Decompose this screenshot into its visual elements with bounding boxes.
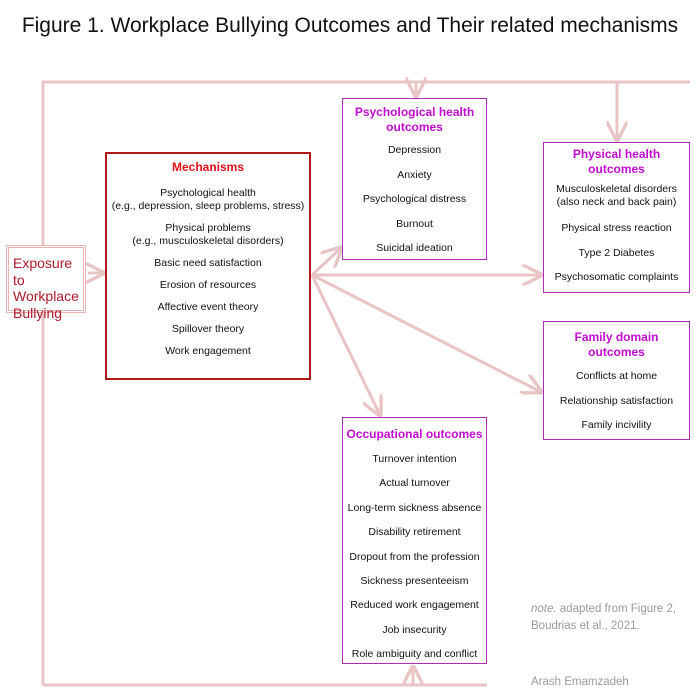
mechanism-item: Spillover theory	[171, 323, 245, 335]
mechanism-item: Psychological health	[160, 187, 256, 199]
arrow-mech-to-psychological	[310, 248, 341, 277]
heading-line: Psychological health	[354, 105, 475, 119]
outcome-item: Psychological distress	[362, 193, 467, 205]
occupational-outcomes-box: Occupational outcomes Turnover intention…	[342, 417, 487, 664]
mechanism-item: Basic need satisfaction	[154, 257, 262, 269]
outcome-item: Burnout	[396, 217, 433, 230]
heading-line: outcomes	[588, 162, 645, 176]
mechanism-item: (e.g., musculoskeletal disorders)	[132, 235, 284, 247]
mechanism-item: Physical problems	[165, 222, 251, 234]
outcome-item: Conflicts at home	[575, 370, 658, 382]
psychological-outcomes-box: Psychological health outcomes Depression…	[342, 98, 487, 260]
outcome-item: Role ambiguity and conflict	[351, 648, 478, 661]
exposure-line: Workplace	[13, 288, 79, 304]
heading-line: Physical health	[572, 147, 661, 161]
outcome-item: Disability retirement	[368, 526, 461, 539]
author-credit: Arash Emamzadeh	[531, 676, 629, 688]
arrow-mech-to-occupational	[310, 274, 380, 415]
source-note: note. adapted from Figure 2, Boudrias et…	[531, 601, 676, 634]
outcome-item: Turnover intention	[372, 453, 457, 465]
family-outcomes-box: Family domain outcomes Conflicts at home…	[543, 321, 690, 440]
exposure-line: Bullying	[13, 304, 63, 321]
occupational-heading: Occupational outcomes	[346, 427, 483, 441]
mechanism-item: Work engagement	[165, 345, 251, 357]
outcome-item: Actual turnover	[379, 477, 450, 490]
heading-line: outcomes	[588, 345, 645, 359]
outcome-item: Suicidal ideation	[376, 242, 453, 254]
outcome-item: Physical stress reaction	[561, 222, 672, 234]
mechanisms-box: Mechanisms Psychological health (e.g., d…	[105, 152, 311, 380]
psychological-heading: Psychological health outcomes	[343, 105, 486, 135]
outcome-item: Type 2 Diabetes	[578, 247, 655, 259]
outcome-item: Family incivility	[581, 419, 652, 431]
heading-line: outcomes	[386, 120, 443, 134]
mechanisms-heading: Mechanisms	[171, 160, 245, 174]
note-prefix: note.	[531, 603, 557, 615]
exposure-line: Exposure to	[13, 255, 73, 288]
note-text: adapted from Figure 2,	[556, 603, 677, 615]
physical-outcomes-box: Physical health outcomes Musculoskeletal…	[543, 142, 690, 293]
outcome-item: Dropout from the profession	[349, 550, 480, 563]
physical-heading: Physical health outcomes	[544, 147, 689, 177]
family-heading: Family domain outcomes	[544, 330, 689, 360]
exposure-box: Exposure to Workplace Bullying	[6, 245, 86, 321]
mechanism-item: (e.g., depression, sleep problems, stres…	[111, 200, 305, 212]
heading-line: Family domain	[574, 330, 659, 344]
outcome-item: Anxiety	[397, 168, 432, 181]
outcome-item: Relationship satisfaction	[559, 394, 674, 407]
feedback-loop-line	[41, 80, 690, 245]
mechanism-item: Erosion of resources	[159, 279, 257, 291]
outcome-item: Sickness presenteeism	[360, 574, 469, 587]
outcome-item: Job insecurity	[382, 623, 447, 636]
mechanism-item: Affective event theory	[157, 301, 259, 313]
arrow-mech-to-family	[311, 273, 541, 392]
note-line2: Boudrias et al., 2021.	[531, 619, 640, 632]
outcome-item: Long-term sickness absence	[347, 501, 482, 514]
outcome-item: Reduced work engagement	[350, 599, 479, 612]
outcome-item: Musculoskeletal disorders	[556, 183, 677, 195]
outcome-item: Psychosomatic complaints	[554, 271, 679, 283]
outcome-item: Depression	[387, 144, 442, 156]
figure-title: Figure 1. Workplace Bullying Outcomes an…	[21, 14, 679, 37]
outcome-item: (also neck and back pain)	[556, 196, 677, 208]
